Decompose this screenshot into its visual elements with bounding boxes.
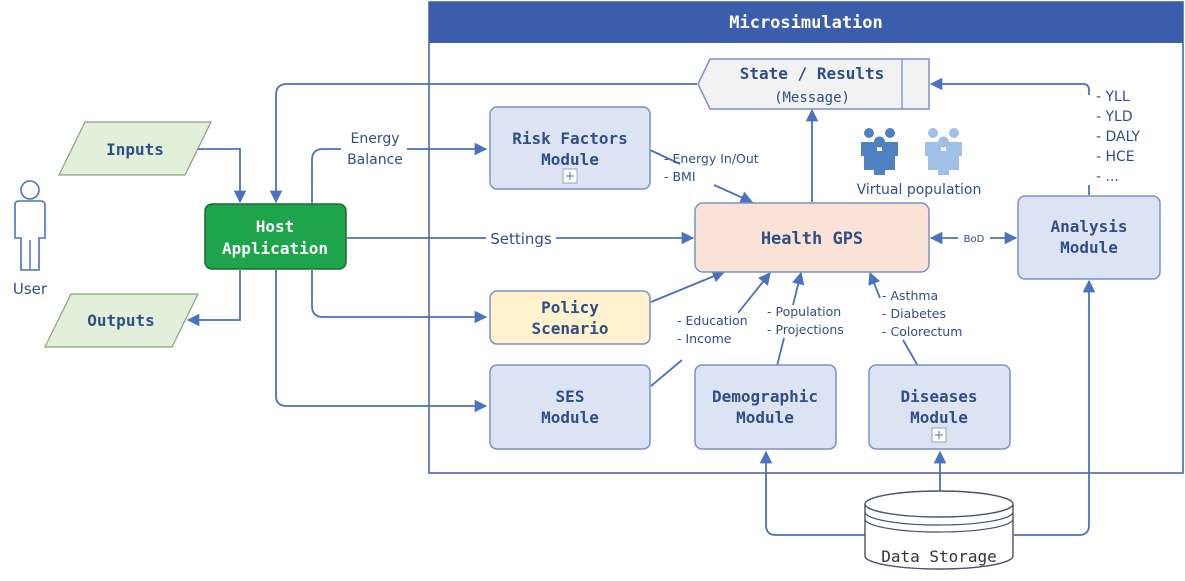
arrow-demographic-healthgps: [776, 273, 801, 367]
inputs-shape: Inputs: [58, 121, 212, 176]
arrow-host-riskfactors: [311, 142, 488, 203]
connector-labels: Energy Balance Settings BoD - Energy In/…: [341, 89, 1141, 346]
arrow-host-outputs: [186, 270, 241, 327]
people-group-icon: [861, 128, 898, 175]
projections-label: - Projections: [767, 322, 844, 337]
state-results-title: State / Results: [740, 64, 885, 83]
analysis-module: Analysis Module: [1017, 195, 1161, 280]
energy-in-out-label: - Energy In/Out: [664, 151, 759, 166]
arrow-host-ses: [275, 270, 488, 413]
health-gps-label: Health GPS: [761, 229, 863, 249]
bmi-label: - BMI: [664, 169, 696, 184]
arrow-state-host: [269, 83, 697, 204]
data-storage-label: Data Storage: [881, 547, 997, 566]
state-results-message: State / Results (Message): [697, 58, 930, 110]
arrow-ses-healthgps: [650, 273, 770, 387]
arrow-storage-analysis: [1014, 279, 1096, 536]
arrow-diseases-healthgps: [870, 273, 919, 367]
demographic-line2: Module: [736, 408, 794, 427]
arrow-riskfactors-healthgps: [649, 149, 752, 202]
user-icon: [14, 180, 46, 271]
output-more: - ...: [1096, 169, 1119, 185]
health-gps-box: Health GPS: [694, 202, 930, 273]
expand-icon: [931, 427, 947, 443]
population-label: - Population: [767, 304, 841, 319]
risk-factors-line2: Module: [541, 150, 599, 169]
diseases-module: Diseases Module: [868, 364, 1011, 450]
inputs-label: Inputs: [106, 140, 164, 159]
host-application-box: Host Application: [204, 203, 347, 270]
arrow-storage-demographic: [759, 450, 865, 536]
arrow-host-policy: [311, 270, 488, 324]
data-storage-cylinder: Data Storage: [864, 490, 1014, 570]
arrow-analysis-state: [931, 84, 1090, 195]
demographic-line1: Demographic: [712, 387, 818, 406]
arrow-policy-healthgps: [650, 270, 726, 303]
asthma-label: - Asthma: [882, 288, 938, 303]
state-results-subtitle: (Message): [774, 90, 850, 106]
policy-line1: Policy: [541, 298, 599, 317]
user-label: User: [13, 280, 48, 298]
ses-module: SES Module: [489, 364, 651, 450]
output-yll: - YLL: [1096, 89, 1130, 105]
virtual-population-label: Virtual population: [857, 182, 982, 198]
bod-label: BoD: [964, 234, 985, 245]
analysis-line2: Module: [1060, 238, 1118, 257]
ses-line2: Module: [541, 408, 599, 427]
ses-line1: SES: [556, 387, 585, 406]
output-hce: - HCE: [1096, 149, 1135, 165]
outputs-label: Outputs: [87, 311, 154, 330]
microsimulation-title: Microsimulation: [729, 13, 883, 33]
outputs-shape: Outputs: [44, 293, 199, 348]
education-label: - Education: [677, 313, 748, 328]
diseases-line2: Module: [910, 408, 968, 427]
risk-factors-line1: Risk Factors: [512, 129, 628, 148]
income-label: - Income: [677, 331, 732, 346]
demographic-module: Demographic Module: [694, 364, 837, 450]
people-group-icon: [925, 128, 962, 175]
policy-line2: Scenario: [531, 319, 608, 338]
output-yld: - YLD: [1096, 109, 1133, 125]
analysis-line1: Analysis: [1050, 217, 1127, 236]
output-daly: - DALY: [1096, 129, 1141, 145]
microsimulation-header: [429, 2, 1183, 43]
colorectum-label: - Colorectum: [882, 324, 962, 339]
risk-factors-module: Risk Factors Module: [489, 106, 651, 190]
arrow-inputs-host: [196, 148, 247, 204]
host-application-line1: Host: [256, 217, 295, 236]
balance-label: Balance: [347, 152, 403, 168]
energy-label: Energy: [350, 131, 399, 147]
expand-icon: [562, 168, 578, 184]
host-application-line2: Application: [222, 239, 328, 258]
settings-label: Settings: [490, 230, 552, 248]
policy-scenario-box: Policy Scenario: [489, 290, 651, 345]
diabetes-label: - Diabetes: [882, 306, 946, 321]
diseases-line1: Diseases: [900, 387, 977, 406]
